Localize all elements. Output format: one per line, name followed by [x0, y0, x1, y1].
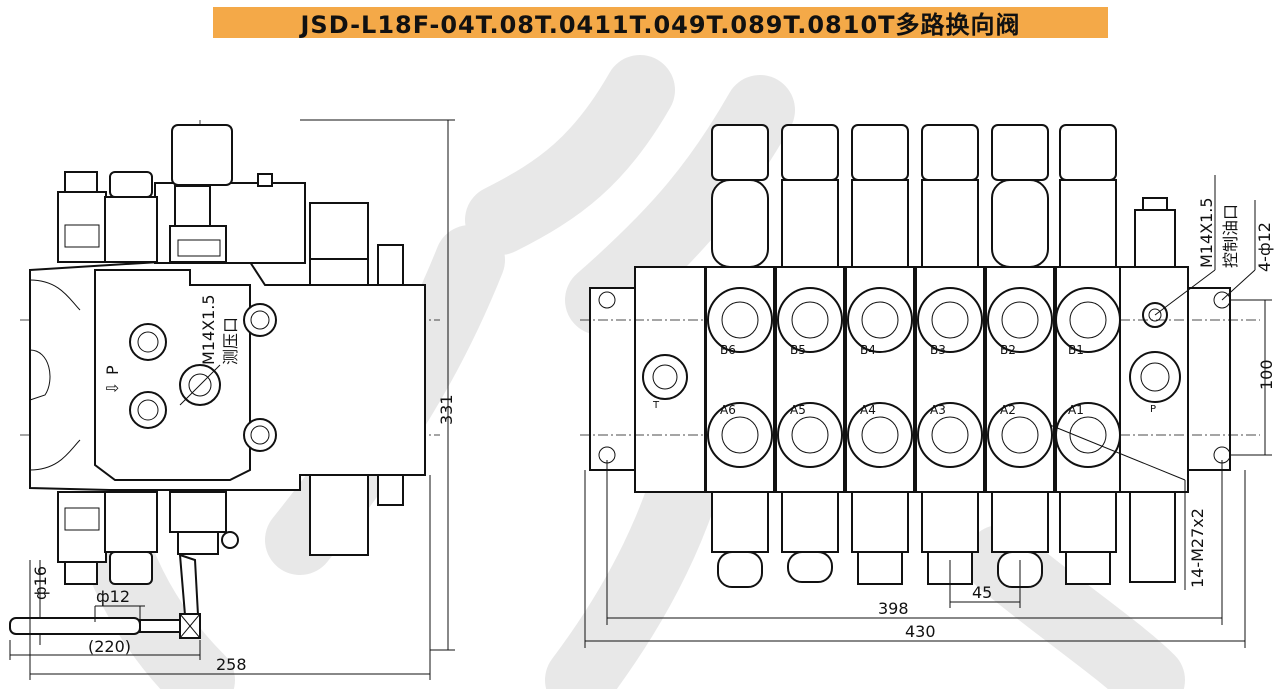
port-b3: B3	[930, 343, 946, 357]
port-b1: B1	[1068, 343, 1084, 357]
port-t: T	[652, 400, 660, 411]
side-dim-phi12: ф12	[96, 587, 130, 606]
port-b5: B5	[790, 343, 806, 357]
dim-45: 45	[972, 583, 992, 602]
side-dim-width: 258	[216, 655, 247, 674]
side-dim-height: 331	[437, 394, 456, 425]
side-dim-phi16: ф16	[31, 566, 50, 600]
port-a1: A1	[1068, 403, 1084, 417]
side-view: P ⇩ M14X1.5 测压口 331 258 (220) ф16 ф12	[9, 119, 456, 680]
port-b4: B4	[860, 343, 876, 357]
port-a3: A3	[930, 403, 946, 417]
port-a6: A6	[720, 403, 736, 417]
control-port: M14X1.5	[1197, 197, 1216, 268]
control-port-name: 控制油口	[1221, 204, 1240, 268]
dim-430: 430	[905, 622, 936, 641]
side-dim-handle: (220)	[88, 637, 131, 656]
side-gauge-port: M14X1.5	[199, 294, 218, 365]
front-view: B6 B5 B4 B3 B2 B1 A6 A5 A4 A3 A2 A1 T P …	[580, 124, 1276, 648]
mount-holes: 4-ф12	[1255, 222, 1274, 272]
port-a5: A5	[790, 403, 806, 417]
title-banner: JSD-L18F-04T.08T.0411T.049T.089T.0810T多路…	[213, 7, 1108, 39]
port-p: P	[1150, 404, 1156, 415]
svg-text:⇩: ⇩	[103, 382, 122, 395]
side-gauge-port-name: 测压口	[221, 317, 240, 365]
thread-ports: 14-M27x2	[1188, 508, 1207, 588]
dim-100: 100	[1257, 359, 1276, 390]
title-text: JSD-L18F-04T.08T.0411T.049T.089T.0810T多路…	[300, 11, 1021, 39]
port-a2: A2	[1000, 403, 1016, 417]
dim-398: 398	[878, 599, 909, 618]
port-a4: A4	[860, 403, 876, 417]
side-port-p: P	[103, 365, 122, 375]
port-b2: B2	[1000, 343, 1016, 357]
port-b6: B6	[720, 343, 736, 357]
